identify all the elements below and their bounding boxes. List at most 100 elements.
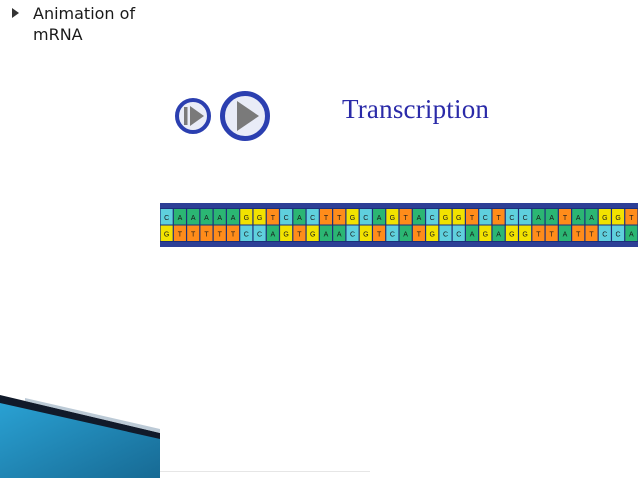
- base-bottom: [373, 225, 386, 241]
- bullet-text: Animation of mRNA: [33, 4, 136, 44]
- base-bottom: [266, 225, 279, 241]
- base-top: [612, 209, 625, 225]
- base-letter-bottom: C: [350, 232, 355, 239]
- base-letter-bottom: C: [602, 232, 607, 239]
- base-letter-top: G: [244, 215, 249, 222]
- base-letter-top: T: [496, 215, 501, 222]
- base-bottom: [359, 225, 372, 241]
- base-top: [625, 209, 638, 225]
- base-letter-top: A: [297, 215, 302, 222]
- base-bottom: [439, 225, 452, 241]
- base-letter-top: A: [417, 215, 422, 222]
- base-letter-top: A: [589, 215, 594, 222]
- base-letter-top: G: [350, 215, 355, 222]
- base-bottom: [452, 225, 465, 241]
- base-letter-top: A: [204, 215, 209, 222]
- base-letter-bottom: C: [443, 232, 448, 239]
- play-button[interactable]: [219, 90, 271, 142]
- base-letter-bottom: A: [403, 232, 408, 239]
- bottom-backbone: [160, 242, 638, 247]
- base-top: [519, 209, 532, 225]
- base-bottom: [213, 225, 226, 241]
- base-letter-top: T: [337, 215, 342, 222]
- divider: [160, 471, 370, 472]
- base-letter-top: A: [191, 215, 196, 222]
- base-letter-top: C: [483, 215, 488, 222]
- base-top: [532, 209, 545, 225]
- base-letter-bottom: T: [417, 232, 422, 239]
- base-letter-bottom: G: [310, 232, 315, 239]
- step-forward-button[interactable]: [174, 97, 212, 135]
- base-top: [187, 209, 200, 225]
- base-letter-bottom: C: [616, 232, 621, 239]
- base-top: [333, 209, 346, 225]
- base-letter-bottom: G: [522, 232, 527, 239]
- base-top: [319, 209, 333, 225]
- strand-background: [160, 208, 638, 242]
- base-bottom: [479, 225, 492, 241]
- base-top: [173, 209, 186, 225]
- base-top: [439, 209, 452, 225]
- base-letter-bottom: G: [363, 232, 368, 239]
- base-bottom: [558, 225, 572, 241]
- base-letter-bottom: A: [496, 232, 501, 239]
- base-letter-top: A: [178, 215, 183, 222]
- base-top: [572, 209, 585, 225]
- dna-strand-animation: CGATATATATATGCGCTACGATCGTATAGCCGATGCTAAT…: [160, 203, 638, 247]
- base-letter-top: G: [615, 215, 620, 222]
- base-letter-top: G: [443, 215, 448, 222]
- base-top: [545, 209, 558, 225]
- base-letter-bottom: T: [550, 232, 555, 239]
- base-letter-top: C: [284, 215, 289, 222]
- base-letter-top: G: [390, 215, 395, 222]
- play-icon: [220, 91, 270, 141]
- base-top: [492, 209, 505, 225]
- base-letter-bottom: T: [204, 232, 209, 239]
- step-forward-icon: [175, 98, 211, 134]
- base-letter-bottom: A: [324, 232, 329, 239]
- base-top: [426, 209, 439, 225]
- base-bottom: [545, 225, 558, 241]
- base-top: [359, 209, 372, 225]
- base-letter-bottom: T: [231, 232, 236, 239]
- base-letter-top: T: [403, 215, 408, 222]
- base-top: [226, 209, 240, 225]
- base-letter-bottom: T: [377, 232, 382, 239]
- base-top: [293, 209, 306, 225]
- base-top: [479, 209, 492, 225]
- base-letter-top: C: [363, 215, 368, 222]
- base-top: [213, 209, 226, 225]
- base-top: [373, 209, 386, 225]
- base-letter-bottom: A: [563, 232, 568, 239]
- base-letter-bottom: C: [390, 232, 395, 239]
- base-bottom: [572, 225, 585, 241]
- base-letter-bottom: T: [536, 232, 541, 239]
- base-letter-top: C: [509, 215, 514, 222]
- base-top: [412, 209, 425, 225]
- base-letter-bottom: T: [589, 232, 594, 239]
- base-letter-top: T: [563, 215, 568, 222]
- base-letter-top: C: [430, 215, 435, 222]
- base-bottom: [346, 225, 359, 241]
- base-top: [386, 209, 399, 225]
- base-bottom: [226, 225, 240, 241]
- base-letter-top: T: [629, 215, 634, 222]
- top-backbone: [160, 203, 638, 208]
- base-top: [399, 209, 412, 225]
- base-letter-bottom: T: [576, 232, 581, 239]
- base-bottom: [200, 225, 213, 241]
- base-letter-top: G: [257, 215, 262, 222]
- base-top: [598, 209, 611, 225]
- base-letter-bottom: A: [629, 232, 634, 239]
- base-letter-top: T: [470, 215, 475, 222]
- base-letter-top: C: [164, 215, 169, 222]
- base-top: [280, 209, 293, 225]
- corner-decoration: [0, 395, 160, 478]
- base-letter-top: T: [324, 215, 329, 222]
- base-letter-bottom: C: [244, 232, 249, 239]
- base-top: [200, 209, 213, 225]
- base-letter-bottom: C: [257, 232, 262, 239]
- base-bottom: [333, 225, 346, 241]
- base-letter-bottom: T: [297, 232, 302, 239]
- base-letter-bottom: G: [283, 232, 288, 239]
